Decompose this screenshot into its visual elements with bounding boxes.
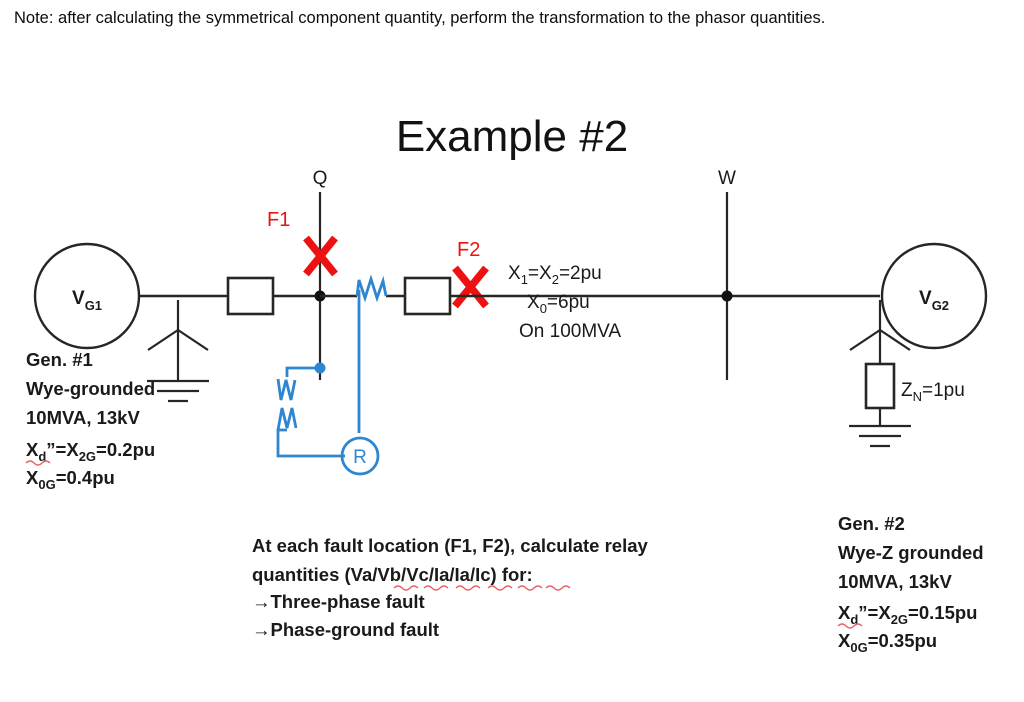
fault-f1: F1 xyxy=(267,209,338,277)
relay-label: R xyxy=(353,447,367,468)
generator-1: VG1 xyxy=(33,242,141,350)
bus-w-junction xyxy=(721,290,733,302)
current-transformer-icon xyxy=(355,274,388,303)
svg-text:10MVA, 13kV: 10MVA, 13kV xyxy=(26,407,140,428)
generator-2-reactance-1: Xd”=X2G=0.15pu xyxy=(838,602,977,627)
generator-2-label: VG2 xyxy=(919,288,949,313)
pt-primary-lead xyxy=(285,366,320,377)
relay-circle[interactable] xyxy=(340,436,380,476)
spellcheck-underline xyxy=(837,623,863,629)
generator-2-circle xyxy=(880,242,988,350)
svg-text:10MVA, 13kV: 10MVA, 13kV xyxy=(838,571,952,592)
fault-f1-label: F1 xyxy=(267,209,290,231)
spellcheck-underline xyxy=(25,460,51,466)
generator-1-reactance-2: X0G=0.4pu xyxy=(26,467,115,492)
generator-1-grounding xyxy=(147,300,209,403)
fault-f2-label: F2 xyxy=(457,239,480,261)
generator-1-reactance-1: Xd”=X2G=0.2pu xyxy=(26,439,155,464)
one-line-diagram: Example #2 VG1 Gen. #1 Wye-grounded 10MV… xyxy=(0,78,1024,702)
svg-text:Wye-Z grounded: Wye-Z grounded xyxy=(838,542,984,563)
line-x1x2: X1=X2=2pu xyxy=(508,263,602,287)
spellcheck-underline xyxy=(393,585,571,591)
generator-2-specs: Gen. #2 Wye-Z grounded 10MVA, 13kV Xd”=X… xyxy=(837,513,984,655)
bus-q-label: Q xyxy=(313,168,328,189)
pt-secondary-lead xyxy=(276,428,345,458)
line-impedance-data: X1=X2=2pu X0=6pu On 100MVA xyxy=(508,263,621,342)
bus-q: Q xyxy=(313,168,328,380)
breaker-2[interactable] xyxy=(403,276,452,316)
line-base-mva: On 100MVA xyxy=(519,321,621,342)
question-bullet-1: →Three-phase fault xyxy=(252,591,425,612)
relay-circuit: R xyxy=(276,290,380,476)
pt-coil-upper xyxy=(276,378,297,401)
question-block: At each fault location (F1, F2), calcula… xyxy=(252,535,649,640)
question-bullet-2: →Phase-ground fault xyxy=(252,619,439,640)
generator-1-specs: Gen. #1 Wye-grounded 10MVA, 13kV Xd”=X2G… xyxy=(25,349,155,492)
question-line-2: quantities (Va/Vb/Vc/Ia/Ia/Ic) for: xyxy=(252,564,533,585)
bus-w-label: W xyxy=(718,168,736,189)
generator-2-reactance-2: X0G=0.35pu xyxy=(838,630,937,655)
svg-text:Gen. #1: Gen. #1 xyxy=(26,349,93,370)
diagram-title: Example #2 xyxy=(396,112,628,161)
note-paragraph: Note: after calculating the symmetrical … xyxy=(14,9,826,27)
generator-1-label: VG1 xyxy=(72,288,102,313)
bus-w: W xyxy=(718,168,736,380)
pt-coil-lower xyxy=(276,407,298,431)
fault-f2: F2 xyxy=(452,239,489,309)
generator-1-circle xyxy=(33,242,141,350)
neutral-impedance-label: ZN=1pu xyxy=(901,380,965,404)
breaker-1[interactable] xyxy=(226,276,275,316)
neutral-impedance-box xyxy=(864,362,896,410)
line-x0: X0=6pu xyxy=(527,292,590,316)
question-line-1: At each fault location (F1, F2), calcula… xyxy=(252,535,649,556)
generator-2: VG2 xyxy=(880,242,988,350)
svg-text:Wye-grounded: Wye-grounded xyxy=(26,378,155,399)
generator-2-grounding: ZN=1pu xyxy=(849,300,965,448)
svg-text:Gen. #2: Gen. #2 xyxy=(838,513,905,534)
